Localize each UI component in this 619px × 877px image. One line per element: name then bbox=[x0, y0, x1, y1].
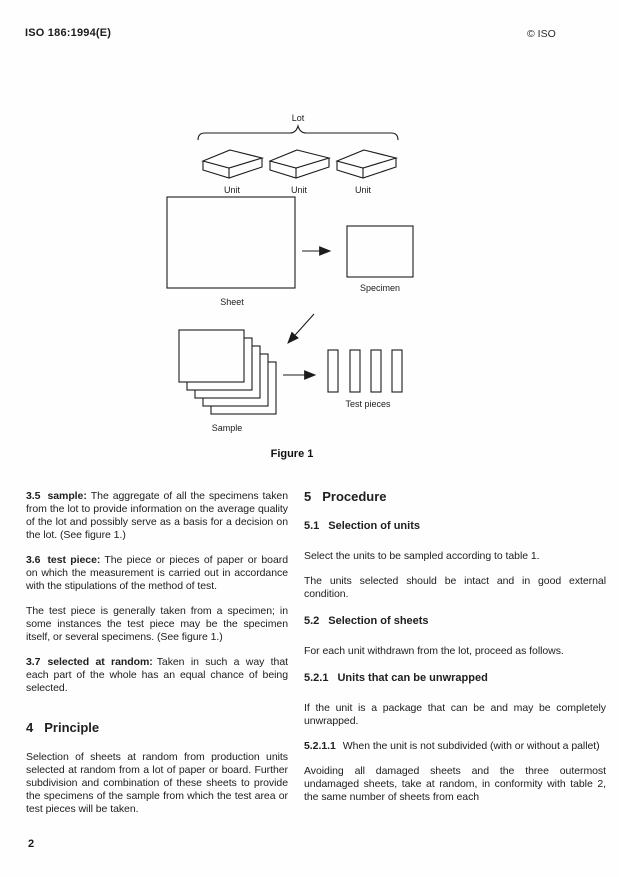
paragraph-principle: Selection of sheets at random from produ… bbox=[26, 751, 288, 815]
paragraph-5-2: For each unit withdrawn from the lot, pr… bbox=[304, 645, 564, 657]
definition-text: Taken in such a way that each part of th… bbox=[26, 656, 288, 694]
heading-5-2-selection-of-sheets: 5.2 Selection of sheets bbox=[304, 615, 606, 628]
clause-number: 3.5 bbox=[26, 490, 41, 502]
clause-number: 5 bbox=[304, 489, 312, 504]
left-column: 3.5 sample:The aggregate of all the speci… bbox=[26, 490, 288, 828]
definition-3-5: 3.5 sample:The aggregate of all the speci… bbox=[26, 490, 288, 542]
paragraph-5-2-1: If the unit is a package that can be and… bbox=[304, 702, 606, 727]
heading-5-1-selection-of-units: 5.1 Selection of units bbox=[304, 520, 606, 533]
sample-stack bbox=[178, 329, 277, 415]
heading-5-2-1-units-unwrapped: 5.2.1 Units that can be unwrapped bbox=[304, 672, 606, 685]
right-column: 5 Procedure 5.1 Selection of units Select … bbox=[304, 490, 606, 816]
definition-3-6: 3.6 test piece:The piece or pieces of pap… bbox=[26, 554, 288, 593]
definition-text: The aggregate of all the specimens taken… bbox=[26, 490, 288, 541]
heading-title: Selection of units bbox=[328, 520, 420, 532]
heading-title: When the unit is not subdivided (with or… bbox=[342, 740, 600, 752]
sheet-label: Sheet bbox=[220, 297, 244, 307]
heading-5-procedure: 5 Procedure bbox=[304, 490, 606, 503]
specimen-rectangle bbox=[346, 225, 414, 278]
clause-number: 3.6 bbox=[26, 554, 41, 566]
figure-caption: Figure 1 bbox=[271, 448, 314, 460]
lot-label: Lot bbox=[292, 113, 305, 123]
page-number: 2 bbox=[28, 838, 35, 850]
clause-number: 4 bbox=[26, 720, 34, 735]
heading-title: Procedure bbox=[322, 489, 387, 504]
test-pieces-label: Test pieces bbox=[345, 399, 391, 409]
clause-number: 5.1 bbox=[304, 520, 320, 532]
unit-box-3 bbox=[335, 149, 399, 179]
copyright-notice: © ISO bbox=[527, 28, 556, 40]
clause-number: 5.2.1 bbox=[304, 672, 329, 684]
unit-box-1 bbox=[201, 149, 265, 179]
heading-title: Principle bbox=[44, 720, 100, 735]
unit-label-2: Unit bbox=[291, 185, 308, 195]
paragraph-5-1-b: The units selected should be intact and … bbox=[304, 575, 606, 600]
test-piece-strips bbox=[327, 349, 403, 393]
specimen-label: Specimen bbox=[360, 283, 400, 293]
heading-title: Selection of sheets bbox=[328, 615, 429, 627]
sample-label: Sample bbox=[212, 423, 243, 433]
heading-5-2-1-1: 5.2.1.1 When the unit is not subdivided (… bbox=[304, 740, 606, 753]
defined-term: selected at random: bbox=[47, 656, 153, 668]
paragraph-5-1-a: Select the units to be sampled according… bbox=[304, 550, 540, 562]
defined-term: sample: bbox=[47, 490, 87, 502]
specimen-to-sample-arrow-icon bbox=[287, 313, 315, 344]
unit-box-2 bbox=[268, 149, 332, 179]
clause-number: 5.2 bbox=[304, 615, 320, 627]
lot-brace-icon bbox=[197, 124, 399, 141]
paragraph-test-piece-note: The test piece is generally taken from a… bbox=[26, 605, 288, 643]
definition-text: The piece or pieces of paper or board on… bbox=[26, 554, 288, 592]
clause-number: 5.2.1.1 bbox=[304, 740, 336, 752]
defined-term: test piece: bbox=[47, 554, 101, 566]
unit-label-1: Unit bbox=[224, 185, 241, 195]
definition-3-7: 3.7 selected at random:Taken in such a wa… bbox=[26, 656, 288, 695]
document-number: ISO 186:1994(E) bbox=[25, 27, 112, 39]
figure-1-diagram: Lot Unit Unit Unit Sheet Specimen bbox=[166, 113, 414, 460]
unit-label-3: Unit bbox=[355, 185, 372, 195]
paragraph-5-2-1-1: Avoiding all damaged sheets and the thre… bbox=[304, 765, 606, 803]
heading-title: Units that can be unwrapped bbox=[337, 672, 488, 684]
sheet-rectangle bbox=[166, 196, 296, 289]
clause-number: 3.7 bbox=[26, 656, 41, 668]
heading-4-principle: 4 Principle bbox=[26, 721, 288, 734]
